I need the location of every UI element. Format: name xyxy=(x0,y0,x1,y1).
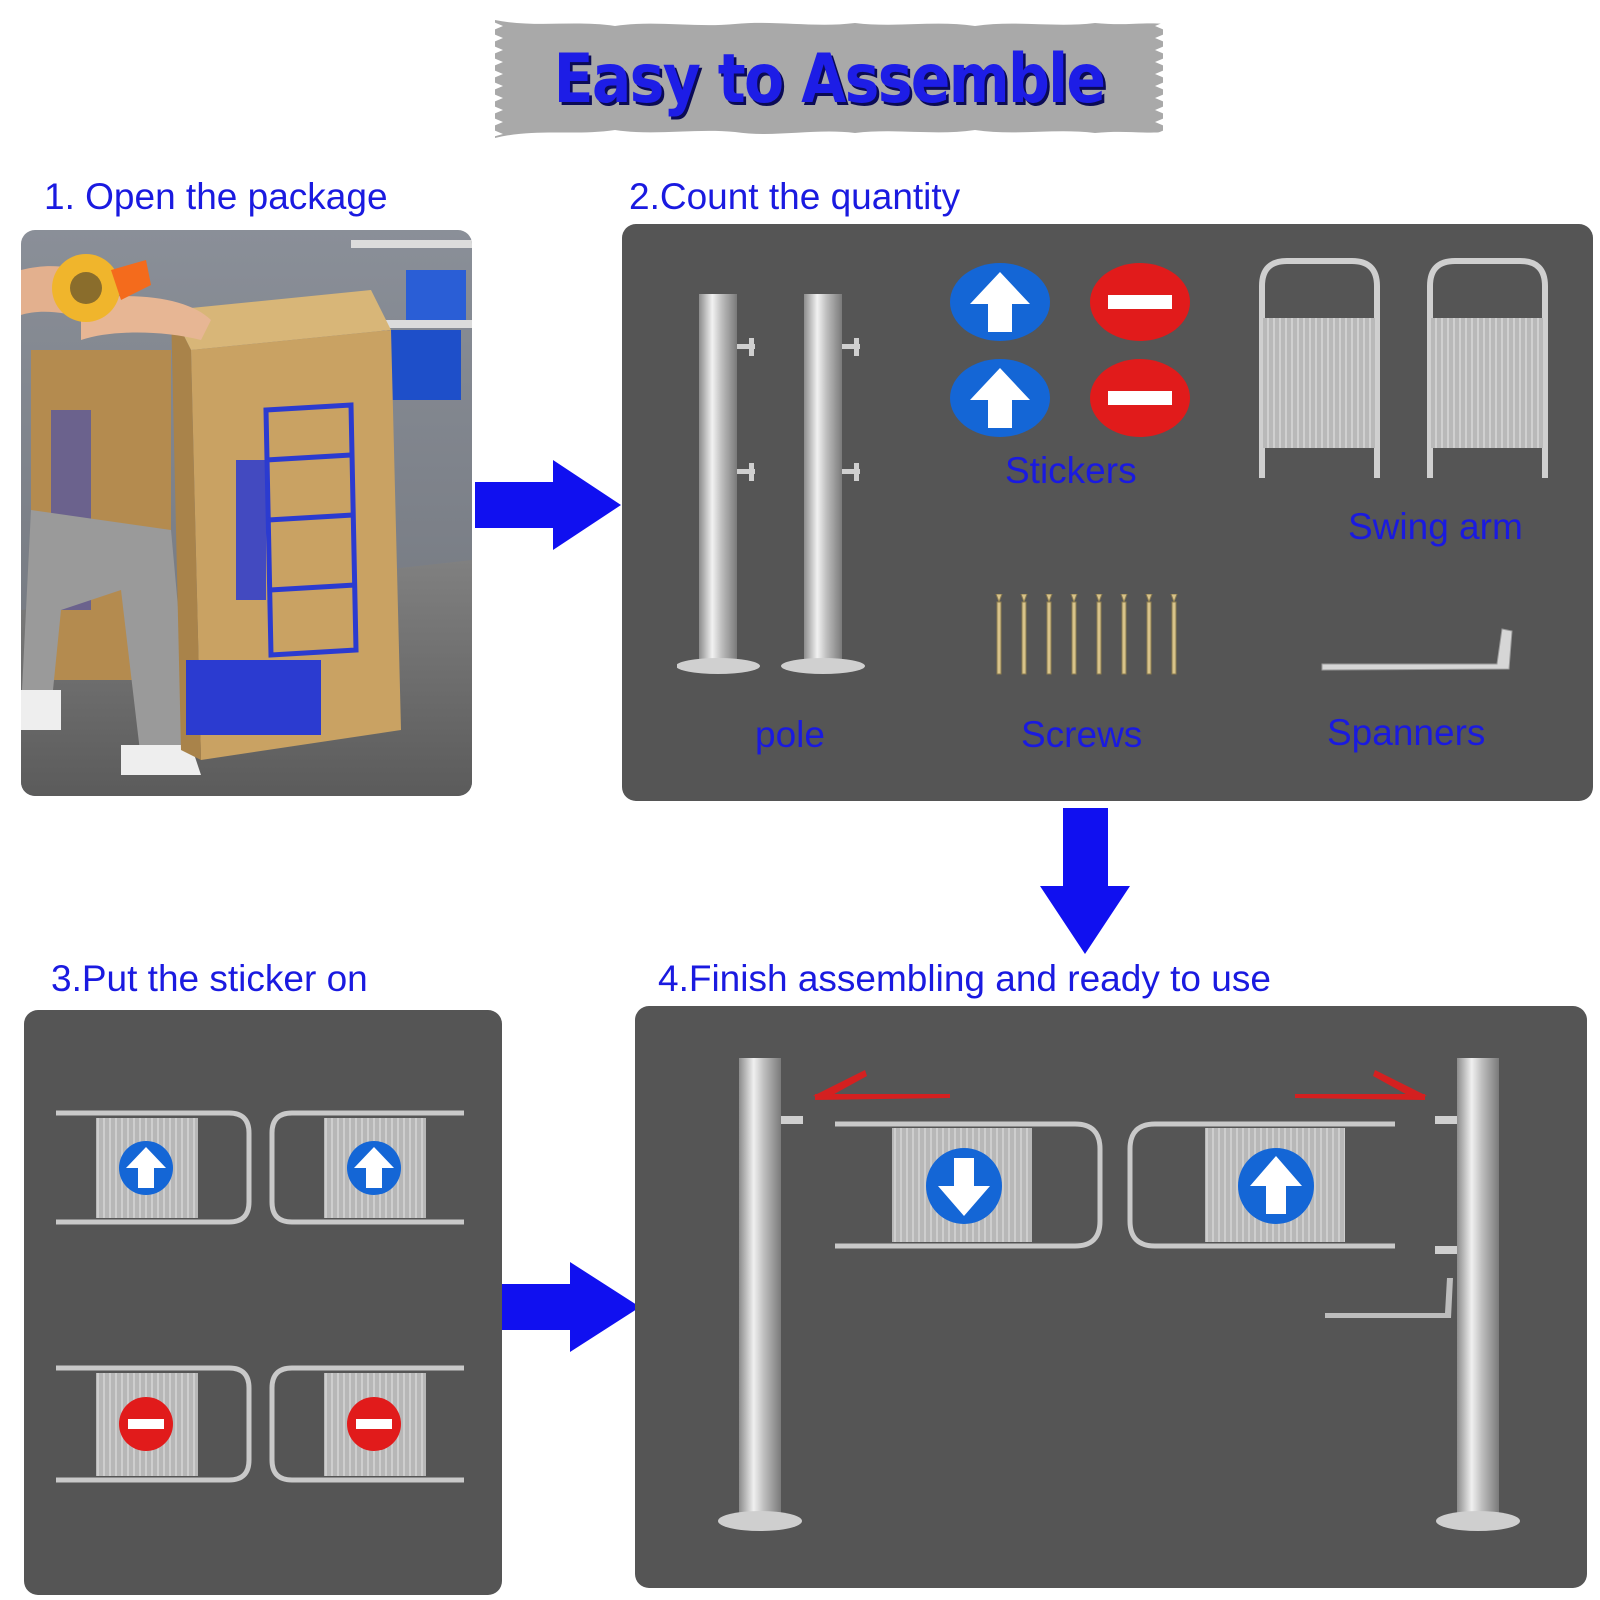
sticker-arms-image xyxy=(56,1110,464,1483)
arrow-right-icon xyxy=(494,1262,640,1352)
step-3-title: 3.Put the sticker on xyxy=(51,958,368,999)
spanners-label: Spanners xyxy=(1327,712,1486,753)
stickers-label: Stickers xyxy=(1005,450,1137,491)
up-arrow-sticker-icon xyxy=(347,1141,401,1195)
step-2-title: 2.Count the quantity xyxy=(629,176,961,217)
no-entry-sticker-icon xyxy=(347,1397,401,1451)
no-entry-sticker-icon xyxy=(1090,359,1190,437)
screws-image xyxy=(995,594,1178,675)
up-arrow-sticker-icon xyxy=(1238,1148,1314,1224)
assembled-gate-image xyxy=(718,1058,1520,1531)
screws-label: Screws xyxy=(1021,714,1143,755)
parts-panel: Stickers Swing arm pole S xyxy=(622,224,1593,801)
sticker-panel xyxy=(24,1010,502,1595)
step-4-title: 4.Finish assembling and ready to use xyxy=(658,958,1271,999)
up-arrow-sticker-icon xyxy=(119,1141,173,1195)
banner-title: Easy to Assemble xyxy=(553,39,1106,119)
spanner-image xyxy=(1321,628,1513,671)
swing-arm-label: Swing arm xyxy=(1348,506,1523,547)
up-arrow-sticker-icon xyxy=(950,359,1050,437)
swing-arm-image xyxy=(1259,258,1548,478)
banner-edges xyxy=(495,20,1163,138)
package-photo xyxy=(21,230,472,796)
up-arrow-sticker-icon xyxy=(950,263,1050,341)
pole-label: pole xyxy=(755,714,825,755)
title-banner: Easy to Assemble xyxy=(495,20,1163,138)
no-entry-sticker-icon xyxy=(1090,263,1190,341)
assembled-panel xyxy=(635,1006,1587,1588)
arrow-right-icon xyxy=(475,460,621,550)
stickers-image xyxy=(950,263,1190,437)
step-1-title: 1. Open the package xyxy=(44,176,388,217)
arrow-down-icon xyxy=(1040,808,1130,954)
down-arrow-sticker-icon xyxy=(926,1148,1002,1224)
pole-image xyxy=(677,294,865,674)
no-entry-sticker-icon xyxy=(119,1397,173,1451)
